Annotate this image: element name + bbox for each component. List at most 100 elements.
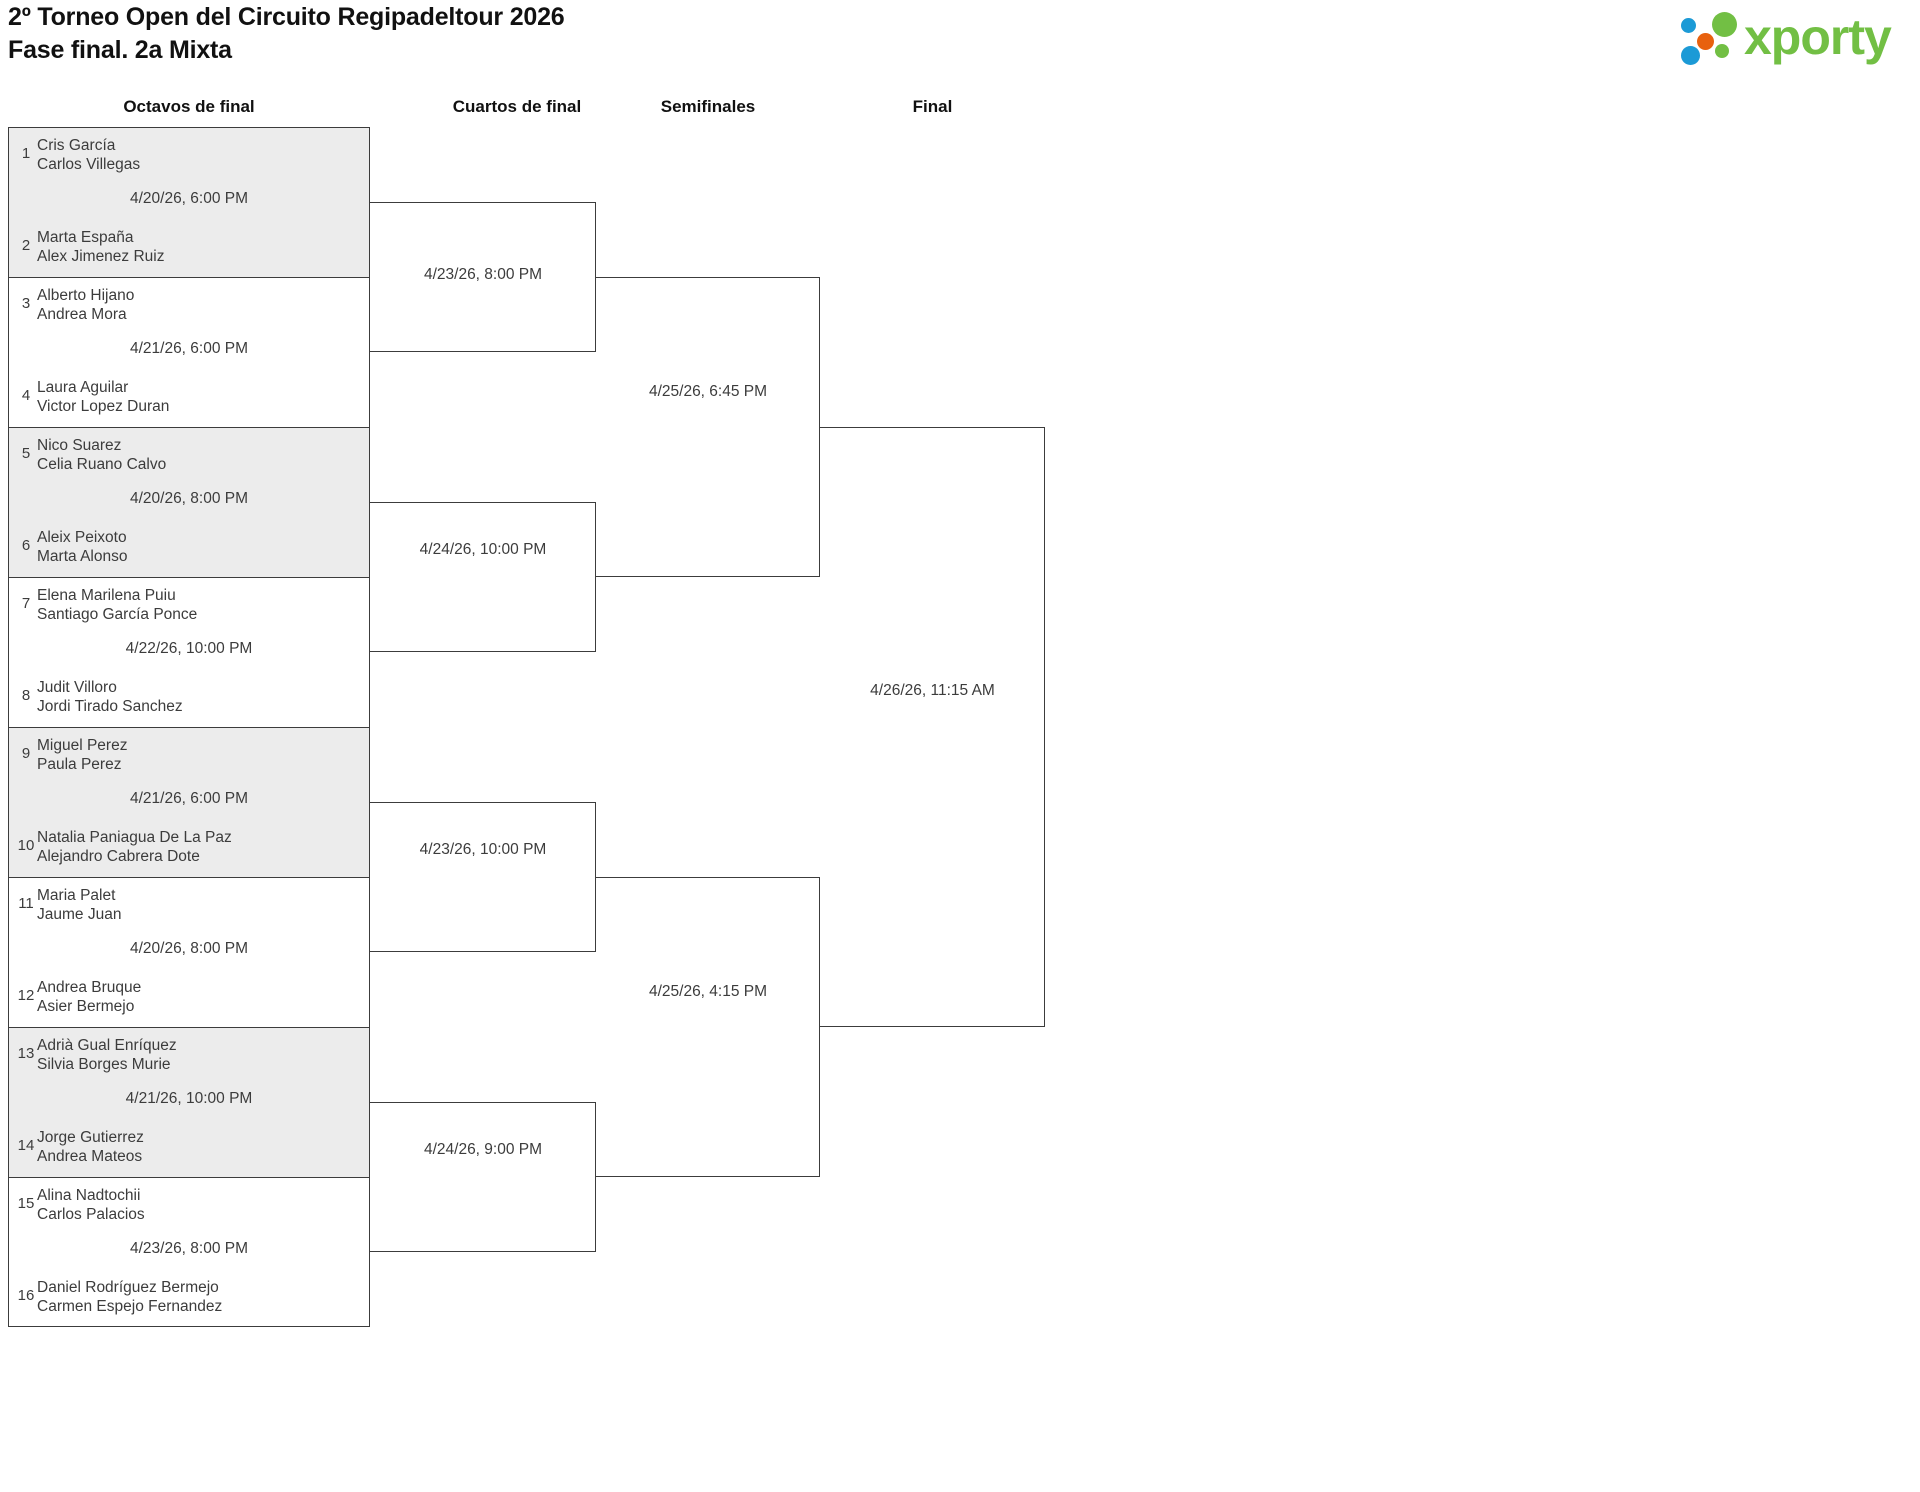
match-r1-8[interactable]: 15 Alina Nadtochii Carlos Palacios 4/23/… <box>8 1177 370 1327</box>
team-slot-top[interactable]: 13 Adrià Gual Enríquez Silvia Borges Mur… <box>9 1036 369 1076</box>
seed-number: 2 <box>21 237 31 254</box>
player-1: Marta España <box>37 229 134 246</box>
team-slot-top[interactable]: 3 Alberto Hijano Andrea Mora <box>9 286 369 326</box>
player-names: Cris García Carlos Villegas <box>37 136 140 174</box>
player-2: Alex Jimenez Ruiz <box>37 248 165 265</box>
match-r2-2[interactable] <box>370 502 596 652</box>
logo-dot-blue-small <box>1681 18 1696 33</box>
team-slot-bottom[interactable]: 4 Laura Aguilar Victor Lopez Duran <box>9 378 369 418</box>
team-slot-bottom[interactable]: 8 Judit Villoro Jordi Tirado Sanchez <box>9 678 369 718</box>
round-heading-octavos: Octavos de final <box>123 97 255 116</box>
match-datetime: 4/20/26, 8:00 PM <box>129 490 249 507</box>
match-r2-3[interactable] <box>370 802 596 952</box>
match-r1-6[interactable]: 11 Maria Palet Jaume Juan 4/20/26, 8:00 … <box>8 877 370 1027</box>
round-heading-semifinales: Semifinales <box>660 97 756 116</box>
player-1: Alberto Hijano <box>37 287 135 304</box>
player-1: Jorge Gutierrez <box>37 1129 144 1146</box>
player-1: Aleix Peixoto <box>37 529 127 546</box>
team-slot-bottom[interactable]: 12 Andrea Bruque Asier Bermejo <box>9 978 369 1018</box>
player-2: Silvia Borges Murie <box>37 1056 171 1073</box>
logo-dot-orange <box>1697 33 1714 50</box>
player-2: Alejandro Cabrera Dote <box>37 848 200 865</box>
player-2: Jaume Juan <box>37 906 122 923</box>
match-r1-2[interactable]: 3 Alberto Hijano Andrea Mora 4/21/26, 6:… <box>8 277 370 427</box>
player-2: Marta Alonso <box>37 548 128 565</box>
team-slot-top[interactable]: 9 Miguel Perez Paula Perez <box>9 736 369 776</box>
player-names: Laura Aguilar Victor Lopez Duran <box>37 378 169 416</box>
player-2: Andrea Mateos <box>37 1148 143 1165</box>
match-r3-1[interactable] <box>596 277 820 577</box>
team-slot-top[interactable]: 5 Nico Suarez Celia Ruano Calvo <box>9 436 369 476</box>
match-r2-4[interactable] <box>370 1102 596 1252</box>
player-names: Marta España Alex Jimenez Ruiz <box>37 228 165 266</box>
match-r1-5[interactable]: 9 Miguel Perez Paula Perez 4/21/26, 6:00… <box>8 727 370 877</box>
player-2: Carmen Espejo Fernandez <box>37 1298 223 1315</box>
match-r2-2-datetime: 4/24/26, 10:00 PM <box>419 541 547 558</box>
match-r3-1-datetime: 4/25/26, 6:45 PM <box>648 383 768 400</box>
seed-number: 14 <box>17 1137 35 1154</box>
player-names: Elena Marilena Puiu Santiago García Ponc… <box>37 586 197 624</box>
page-title-line-2: Fase final. 2a Mixta <box>8 36 232 64</box>
player-2: Carlos Palacios <box>37 1206 145 1223</box>
player-1: Judit Villoro <box>37 679 117 696</box>
player-1: Natalia Paniagua De La Paz <box>37 829 232 846</box>
logo-dot-green-small <box>1715 44 1729 58</box>
player-1: Maria Palet <box>37 887 116 904</box>
logo-dots-icon <box>1680 12 1742 66</box>
match-r4-final-datetime: 4/26/26, 11:15 AM <box>870 682 995 699</box>
seed-number: 4 <box>21 387 31 404</box>
player-1: Cris García <box>37 137 116 154</box>
match-datetime: 4/21/26, 6:00 PM <box>129 790 249 807</box>
match-datetime: 4/20/26, 6:00 PM <box>129 190 249 207</box>
seed-number: 7 <box>21 595 31 612</box>
match-r3-2[interactable] <box>596 877 820 1177</box>
team-slot-top[interactable]: 11 Maria Palet Jaume Juan <box>9 886 369 926</box>
team-slot-top[interactable]: 1 Cris García Carlos Villegas <box>9 136 369 176</box>
player-1: Nico Suarez <box>37 437 122 454</box>
match-r2-1-datetime: 4/23/26, 8:00 PM <box>423 266 543 283</box>
match-r4-final[interactable] <box>820 427 1045 1027</box>
match-r3-2-datetime: 4/25/26, 4:15 PM <box>648 983 768 1000</box>
team-slot-bottom[interactable]: 14 Jorge Gutierrez Andrea Mateos <box>9 1128 369 1168</box>
match-r1-4[interactable]: 7 Elena Marilena Puiu Santiago García Po… <box>8 577 370 727</box>
seed-number: 9 <box>21 745 31 762</box>
seed-number: 1 <box>21 145 31 162</box>
player-2: Carlos Villegas <box>37 156 141 173</box>
player-names: Jorge Gutierrez Andrea Mateos <box>37 1128 144 1166</box>
seed-number: 3 <box>21 295 31 312</box>
team-slot-top[interactable]: 7 Elena Marilena Puiu Santiago García Po… <box>9 586 369 626</box>
seed-number: 10 <box>17 837 35 854</box>
match-datetime: 4/21/26, 10:00 PM <box>125 1090 253 1107</box>
player-names: Nico Suarez Celia Ruano Calvo <box>37 436 166 474</box>
player-names: Daniel Rodríguez Bermejo Carmen Espejo F… <box>37 1278 222 1316</box>
player-names: Miguel Perez Paula Perez <box>37 736 127 774</box>
player-names: Adrià Gual Enríquez Silvia Borges Murie <box>37 1036 177 1074</box>
team-slot-bottom[interactable]: 16 Daniel Rodríguez Bermejo Carmen Espej… <box>9 1278 369 1318</box>
player-2: Victor Lopez Duran <box>37 398 170 415</box>
round-heading-final: Final <box>912 97 953 116</box>
round-heading-cuartos: Cuartos de final <box>452 97 582 116</box>
team-slot-bottom[interactable]: 2 Marta España Alex Jimenez Ruiz <box>9 228 369 268</box>
player-names: Natalia Paniagua De La Paz Alejandro Cab… <box>37 828 232 866</box>
page-header: 2º Torneo Open del Circuito Regipadeltou… <box>0 0 1920 96</box>
player-1: Laura Aguilar <box>37 379 129 396</box>
player-names: Andrea Bruque Asier Bermejo <box>37 978 141 1016</box>
team-slot-bottom[interactable]: 10 Natalia Paniagua De La Paz Alejandro … <box>9 828 369 868</box>
player-names: Aleix Peixoto Marta Alonso <box>37 528 127 566</box>
player-2: Asier Bermejo <box>37 998 135 1015</box>
match-r1-1[interactable]: 1 Cris García Carlos Villegas 4/20/26, 6… <box>8 127 370 277</box>
match-datetime: 4/20/26, 8:00 PM <box>129 940 249 957</box>
match-r1-3[interactable]: 5 Nico Suarez Celia Ruano Calvo 4/20/26,… <box>8 427 370 577</box>
player-1: Adrià Gual Enríquez <box>37 1037 177 1054</box>
seed-number: 12 <box>17 987 35 1004</box>
player-1: Miguel Perez <box>37 737 128 754</box>
team-slot-top[interactable]: 15 Alina Nadtochii Carlos Palacios <box>9 1186 369 1226</box>
seed-number: 6 <box>21 537 31 554</box>
match-r1-7[interactable]: 13 Adrià Gual Enríquez Silvia Borges Mur… <box>8 1027 370 1177</box>
team-slot-bottom[interactable]: 6 Aleix Peixoto Marta Alonso <box>9 528 369 568</box>
player-2: Paula Perez <box>37 756 122 773</box>
player-names: Alberto Hijano Andrea Mora <box>37 286 134 324</box>
match-datetime: 4/21/26, 6:00 PM <box>129 340 249 357</box>
match-r2-1[interactable] <box>370 202 596 352</box>
